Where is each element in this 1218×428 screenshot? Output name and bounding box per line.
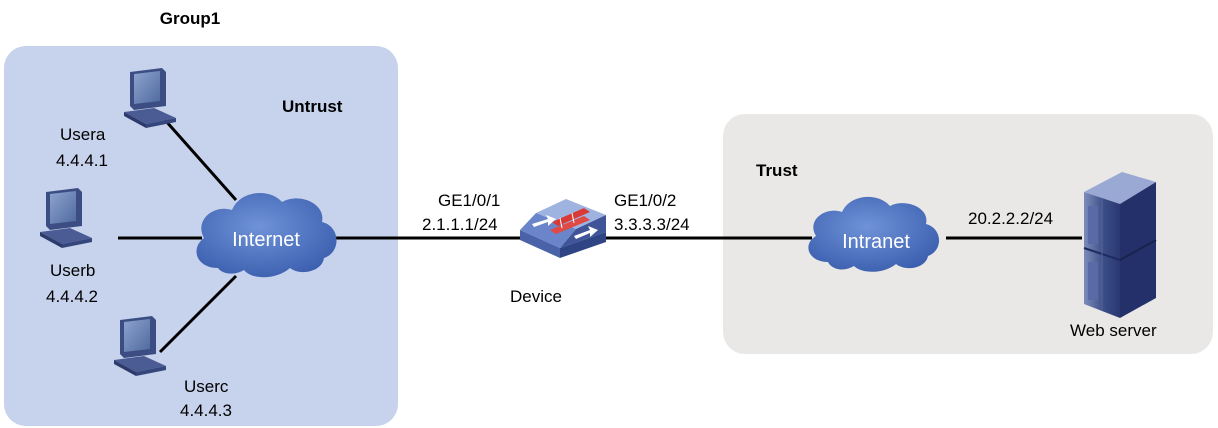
intranet-label: Intranet bbox=[842, 231, 910, 253]
trust-zone-label: Trust bbox=[756, 161, 798, 180]
link-usera-internet bbox=[163, 119, 238, 201]
port-right-ip: 3.3.3.3/24 bbox=[614, 215, 690, 234]
userc-ip: 4.4.4.3 bbox=[180, 401, 232, 420]
server-icon bbox=[1083, 172, 1157, 318]
userb-name: Userb bbox=[50, 261, 95, 280]
port-right-name: GE1/0/2 bbox=[614, 191, 676, 210]
untrust-zone-label: Untrust bbox=[282, 97, 343, 116]
internet-cloud-icon: Internet bbox=[196, 192, 337, 278]
userb-ip: 4.4.4.2 bbox=[46, 287, 98, 306]
link-userc-internet bbox=[158, 274, 238, 354]
port-left-name: GE1/0/1 bbox=[438, 191, 500, 210]
usera-ip: 4.4.4.1 bbox=[56, 151, 108, 170]
internet-label: Internet bbox=[232, 229, 300, 251]
group-label: Group1 bbox=[160, 9, 220, 28]
intranet-cloud-icon: Intranet bbox=[808, 196, 940, 272]
firewall-icon bbox=[520, 199, 606, 258]
untrust-zone bbox=[4, 46, 398, 426]
userc-name: Userc bbox=[184, 377, 229, 396]
device-label: Device bbox=[510, 287, 562, 306]
server-ip: 20.2.2.2/24 bbox=[968, 209, 1053, 228]
usera-name: Usera bbox=[60, 125, 106, 144]
port-left-ip: 2.1.1.1/24 bbox=[422, 215, 498, 234]
server-label: Web server bbox=[1070, 321, 1157, 340]
